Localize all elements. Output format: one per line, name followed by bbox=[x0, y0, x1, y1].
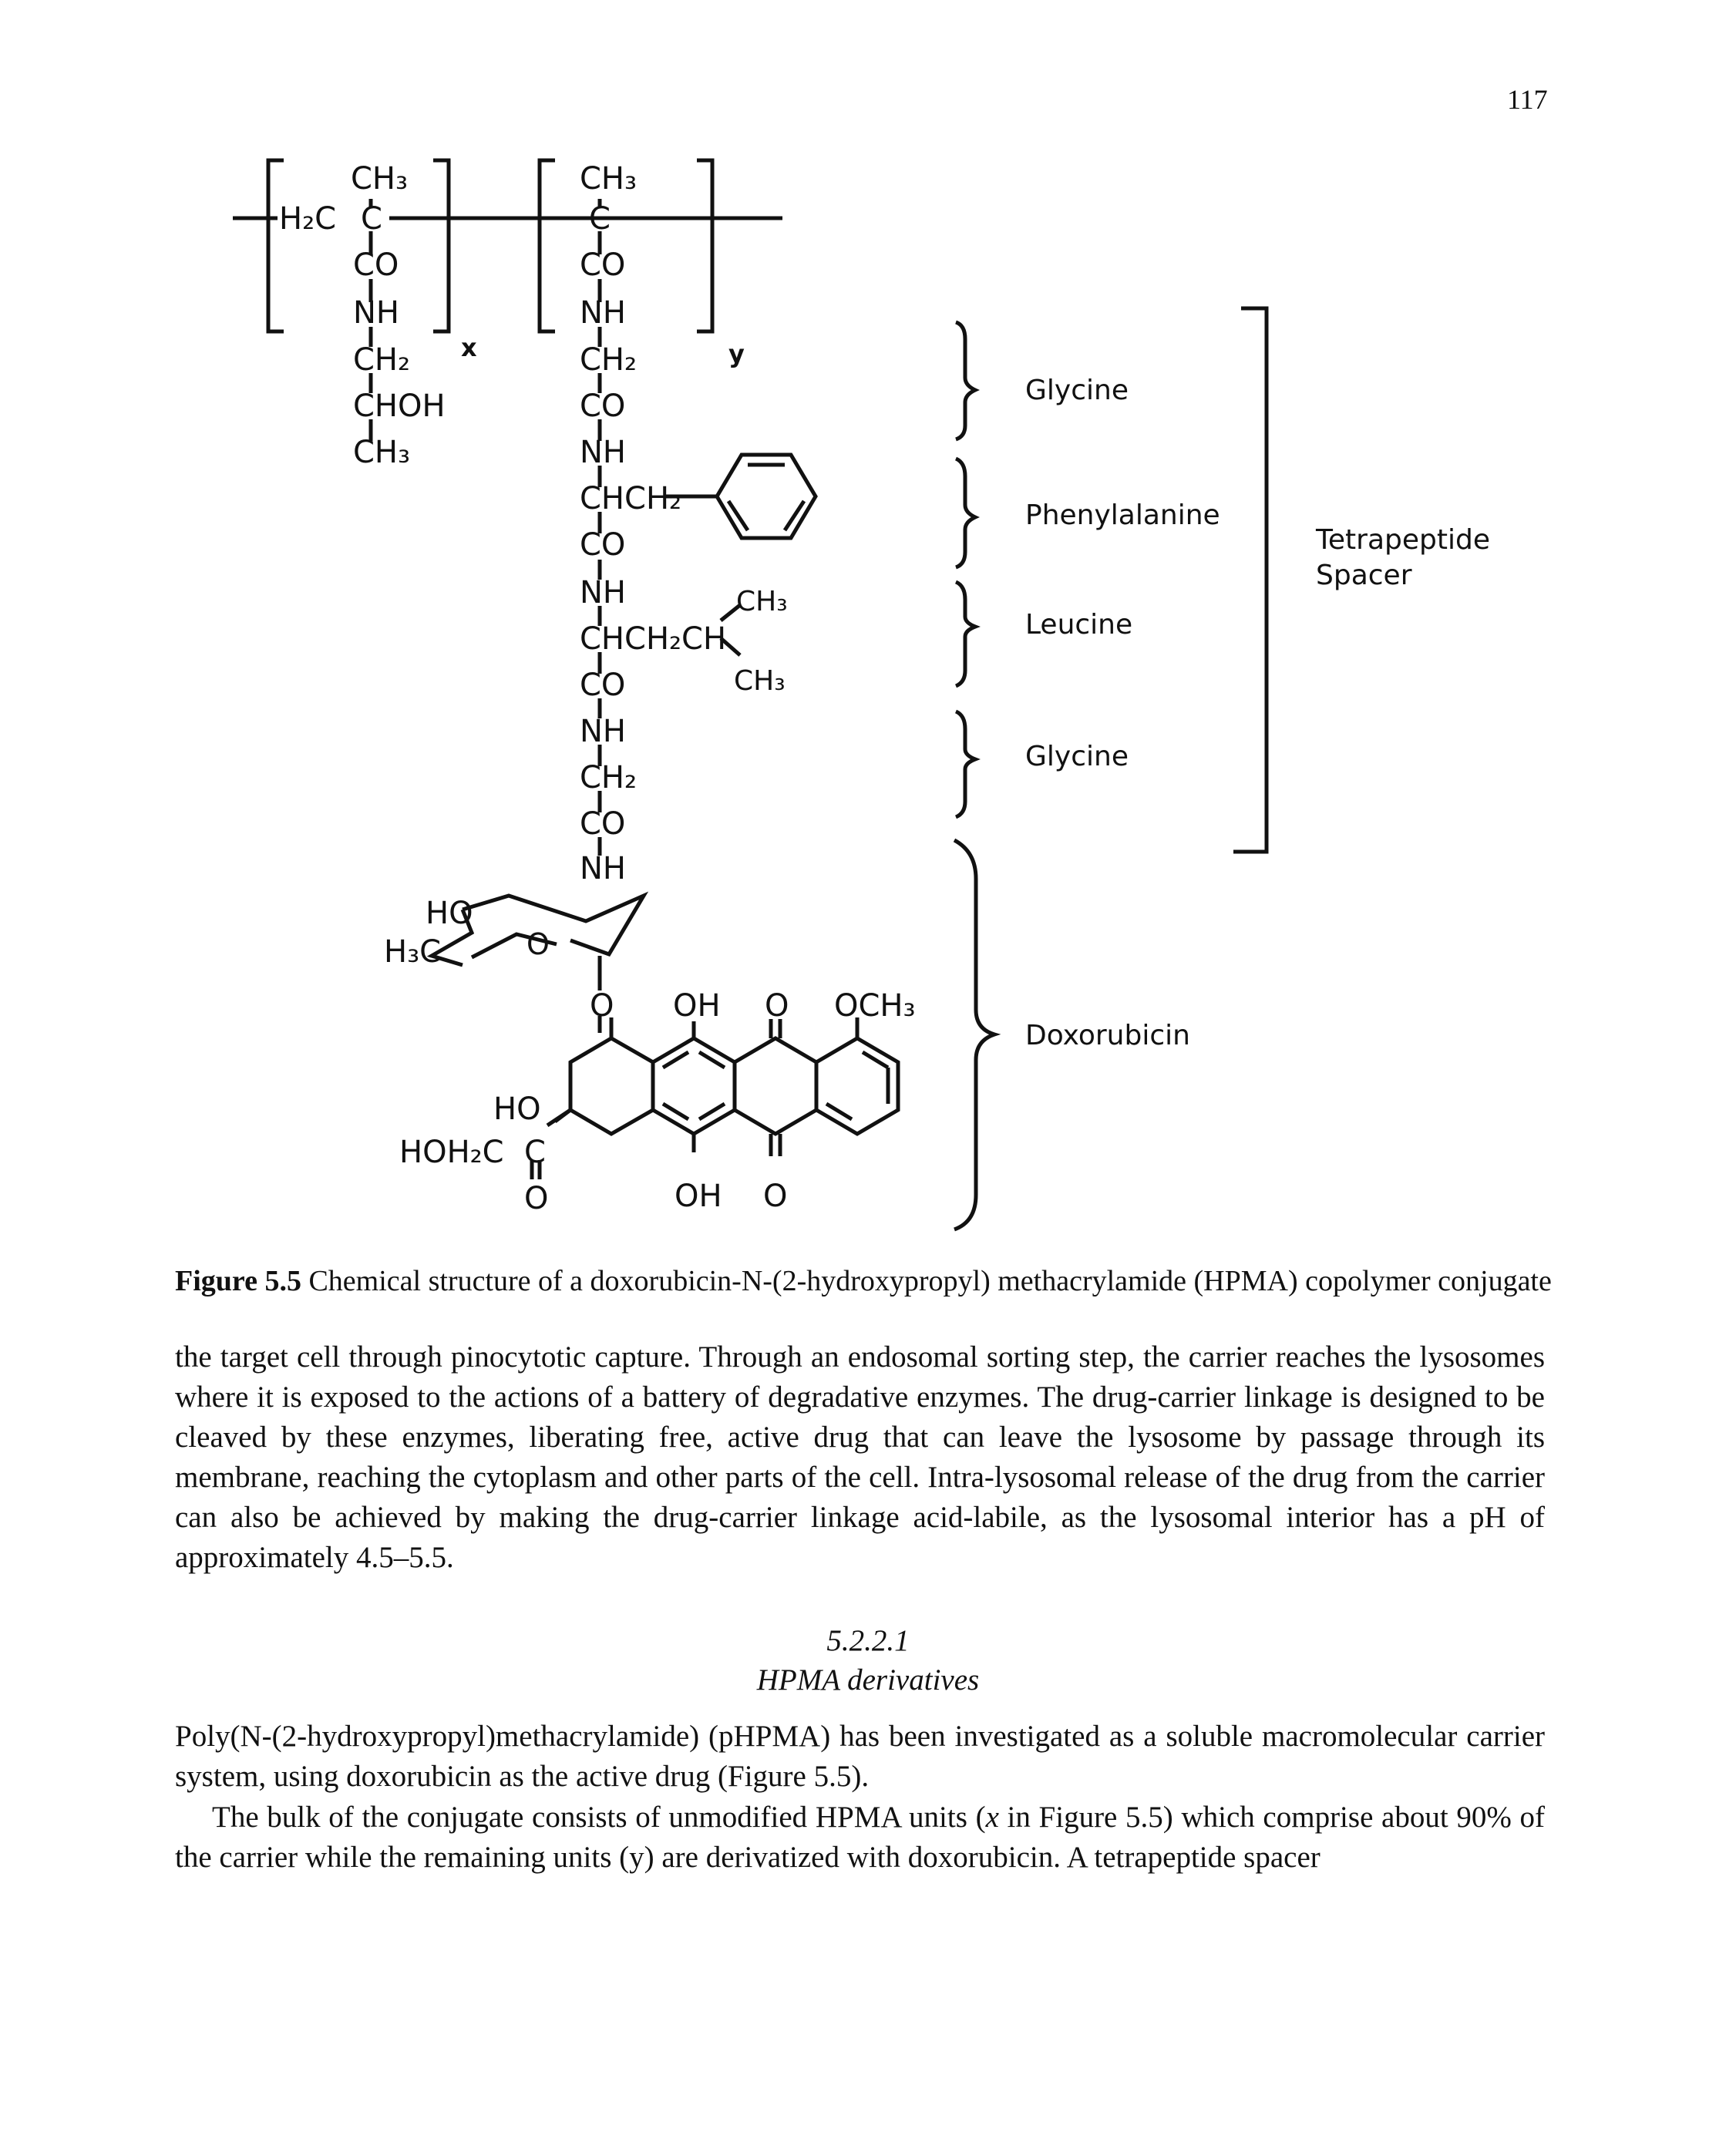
left-ch3: CH₃ bbox=[351, 161, 408, 197]
left-ch2: CH₂ bbox=[353, 342, 410, 378]
bottom-oh: OH bbox=[675, 1179, 722, 1214]
glycoside-o: O bbox=[590, 988, 614, 1024]
leu-chch2ch-text: CHCH₂CH bbox=[580, 621, 726, 657]
och3: OCH₃ bbox=[834, 988, 916, 1024]
left-c: C bbox=[361, 201, 382, 237]
hoh2c: HOH₂C bbox=[399, 1135, 504, 1170]
keto-o: O bbox=[524, 1181, 548, 1216]
right-co-5: CO bbox=[580, 806, 625, 842]
top-oh: OH bbox=[673, 988, 721, 1024]
section-heading: 5.2.2.1 HPMA derivatives bbox=[0, 1621, 1736, 1700]
sugar-h3c: H₃C bbox=[384, 934, 441, 970]
left-ch3-end: CH₃ bbox=[353, 435, 410, 470]
left-h2c: H₂C bbox=[279, 201, 336, 237]
body-paragraph-1: the target cell through pinocytotic capt… bbox=[175, 1340, 1545, 1574]
keto-c: C bbox=[524, 1135, 546, 1170]
label-tetrapeptide: Tetrapeptide bbox=[1315, 524, 1490, 556]
left-choh: CHOH bbox=[353, 388, 446, 424]
right-nh-5: NH bbox=[580, 851, 626, 886]
label-glycine-2: Glycine bbox=[1025, 741, 1129, 772]
right-nh-3: NH bbox=[580, 575, 626, 610]
body-paragraph-2: Poly(N-(2-hydroxypropyl)methacrylamide) … bbox=[175, 1720, 1545, 1793]
right-ch2-2: CH₂ bbox=[580, 760, 637, 795]
subscript-x: x bbox=[461, 333, 477, 362]
left-nh: NH bbox=[353, 295, 399, 331]
section-number: 5.2.2.1 bbox=[826, 1624, 910, 1657]
sugar-ring-o: O bbox=[527, 927, 550, 961]
page-number: 117 bbox=[1507, 84, 1548, 115]
p3-part-2: in Figure 5.5) which comprise about 90% … bbox=[175, 1801, 1545, 1874]
phe-chch2: CHCH₂ bbox=[580, 481, 681, 516]
figure-caption-text: Chemical structure of a doxorubicin-N-(2… bbox=[301, 1265, 1552, 1297]
right-nh-1: NH bbox=[580, 295, 626, 331]
right-co-4: CO bbox=[580, 668, 625, 703]
p3-part-1: The bulk of the conjugate consists of un… bbox=[212, 1801, 986, 1834]
right-co-2: CO bbox=[580, 388, 625, 424]
right-c: C bbox=[589, 201, 611, 237]
label-leucine: Leucine bbox=[1025, 609, 1132, 641]
right-nh-2: NH bbox=[580, 435, 626, 470]
body-paragraph-3: The bulk of the conjugate consists of un… bbox=[175, 1798, 1545, 1878]
figure-label: Figure 5.5 bbox=[175, 1265, 301, 1297]
label-glycine-1: Glycine bbox=[1025, 375, 1129, 406]
leu-ch3-bottom: CH₃ bbox=[734, 665, 786, 697]
left-co: CO bbox=[353, 247, 399, 283]
right-ch3: CH₃ bbox=[580, 161, 637, 197]
label-spacer: Spacer bbox=[1316, 560, 1412, 591]
p3-variable-x: x bbox=[985, 1801, 999, 1834]
figure-caption: Figure 5.5 Chemical structure of a doxor… bbox=[175, 1264, 1563, 1298]
chemical-structure-figure: CH₃ H₂C C CO NH CH₂ CHOH CH₃ x CH₃ C CO … bbox=[233, 158, 1490, 1232]
top-keto-o: O bbox=[765, 988, 789, 1024]
right-nh-4: NH bbox=[580, 714, 626, 749]
leu-ch3-top: CH₃ bbox=[736, 586, 788, 617]
section-title: HPMA derivatives bbox=[756, 1663, 980, 1697]
right-co-1: CO bbox=[580, 247, 625, 283]
subscript-y: y bbox=[728, 339, 745, 368]
label-doxorubicin: Doxorubicin bbox=[1025, 1020, 1190, 1051]
sugar-ho: HO bbox=[426, 896, 473, 931]
label-phenylalanine: Phenylalanine bbox=[1025, 499, 1220, 531]
ring-ho: HO bbox=[493, 1091, 541, 1127]
right-co-3: CO bbox=[580, 527, 625, 563]
right-ch2-1: CH₂ bbox=[580, 342, 637, 378]
bottom-o: O bbox=[763, 1179, 787, 1214]
